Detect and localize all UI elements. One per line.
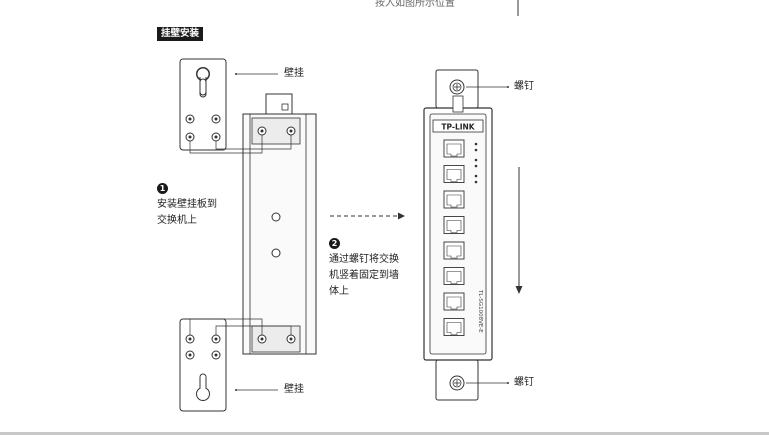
ethernet-port [443, 139, 465, 158]
ethernet-ports [443, 139, 465, 336]
wall-plate-label-bottom: 壁挂 [284, 384, 304, 395]
ethernet-port [443, 267, 465, 285]
step-2-line-1: 通过螺钉将交换 [329, 254, 399, 265]
step-2-line-3: 体上 [329, 286, 349, 297]
switch-side-view [242, 93, 317, 355]
ethernet-port [443, 216, 465, 234]
ethernet-port [443, 241, 465, 260]
step-1-number: 1 [157, 183, 168, 194]
down-arrow [515, 167, 523, 294]
screw-label-bottom: 螺钉 [514, 377, 534, 388]
wall-plate-top [179, 58, 292, 154]
ethernet-port [443, 165, 465, 183]
step-1-text: 安装壁挂板到 交换机上 [157, 197, 217, 229]
screw-label-top: 螺钉 [514, 81, 534, 92]
wall-plate-label-top: 壁挂 [284, 68, 304, 79]
wall-plate-bottom [179, 318, 292, 412]
brand-logo: TP-LINK [441, 123, 475, 132]
ethernet-port [443, 292, 465, 311]
ethernet-port [443, 318, 465, 336]
step-1-line-1: 安装壁挂板到 [157, 199, 217, 210]
step-1-line-2: 交换机上 [157, 215, 197, 226]
model-label: TL-SG1008VE-E [477, 289, 483, 333]
bottom-divider [0, 432, 769, 435]
section-heading: 挂壁安装 [157, 27, 204, 41]
step-2-number: 2 [329, 238, 340, 249]
dashed-arrow [330, 212, 405, 220]
step-2-text: 通过螺钉将交换 机竖着固定到墙 体上 [329, 252, 399, 300]
step-2-line-2: 机竖着固定到墙 [329, 270, 399, 281]
switch-front-view [423, 69, 509, 401]
top-cutoff-text: 按入如图所示位置 [375, 0, 455, 9]
ethernet-port [443, 190, 465, 209]
